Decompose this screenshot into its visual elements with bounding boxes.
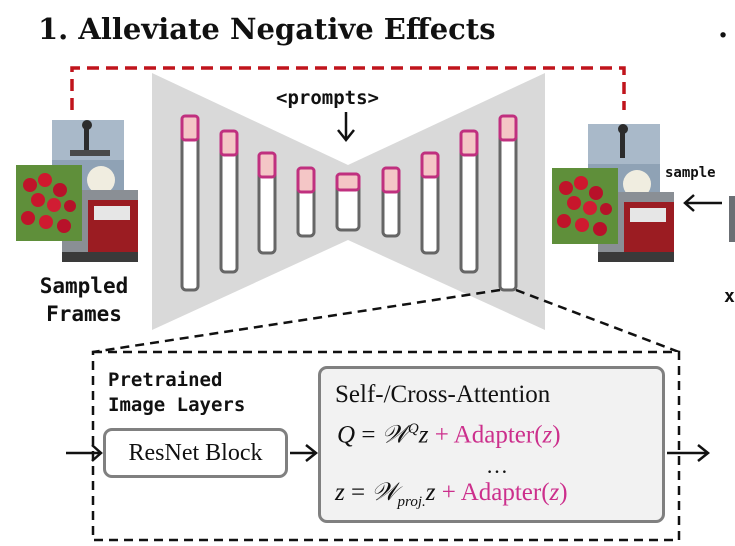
partial-next-title: . [718, 10, 729, 44]
prompts-label: <prompts> [276, 87, 379, 109]
layer-bar-5 [335, 172, 361, 232]
section-title: 1. Alleviate Negative Effects [38, 12, 496, 46]
partial-glyph: x [724, 286, 735, 307]
layer-bars [180, 114, 518, 292]
layer-bar-9 [498, 114, 518, 292]
output-arrow [667, 444, 711, 462]
pretrained-label-line2: Image Layers [108, 394, 246, 416]
query-equation: Q = 𝒲Qz + Adapter(z) [337, 421, 561, 449]
zoom-line-left [92, 288, 501, 354]
layer-bar-7 [420, 151, 440, 255]
sample-arrow [683, 194, 722, 212]
layer-bar-4 [296, 166, 316, 238]
resnet-block: ResNet Block [103, 428, 288, 478]
adapter-term-1: + Adapter(z) [428, 421, 561, 449]
left-frames [16, 120, 138, 262]
attention-block: Self-/Cross-Attention Q = 𝒲Qz + Adapter(… [318, 366, 665, 523]
sampled-label-line2: Frames [46, 302, 122, 326]
right-frames [552, 124, 674, 262]
projection-equation: z = 𝒲proj.z + Adapter(z) [335, 479, 568, 510]
ellipsis: … [486, 453, 508, 478]
resnet-to-attn-arrow [290, 444, 319, 462]
adapter-term-2: + Adapter(z) [435, 479, 568, 506]
sample-label: sample [665, 165, 716, 181]
layer-bar-2 [219, 129, 239, 274]
pretrained-layers-label: Pretrained Image Layers [108, 368, 245, 418]
skip-connection-bracket [70, 66, 626, 110]
attention-title: Self-/Cross-Attention [335, 381, 551, 408]
input-arrow [66, 444, 103, 462]
prompts-arrow-head [337, 129, 355, 143]
layer-bar-6 [381, 166, 401, 238]
layer-bar-8 [459, 129, 479, 274]
sampled-label-line1: Sampled [39, 274, 129, 298]
partial-frame-edge [729, 196, 735, 242]
pretrained-label-line1: Pretrained [108, 369, 223, 391]
sampled-frames-label: Sampled Frames [22, 272, 146, 328]
layer-bar-3 [257, 151, 277, 255]
layer-bar-1 [180, 114, 200, 292]
